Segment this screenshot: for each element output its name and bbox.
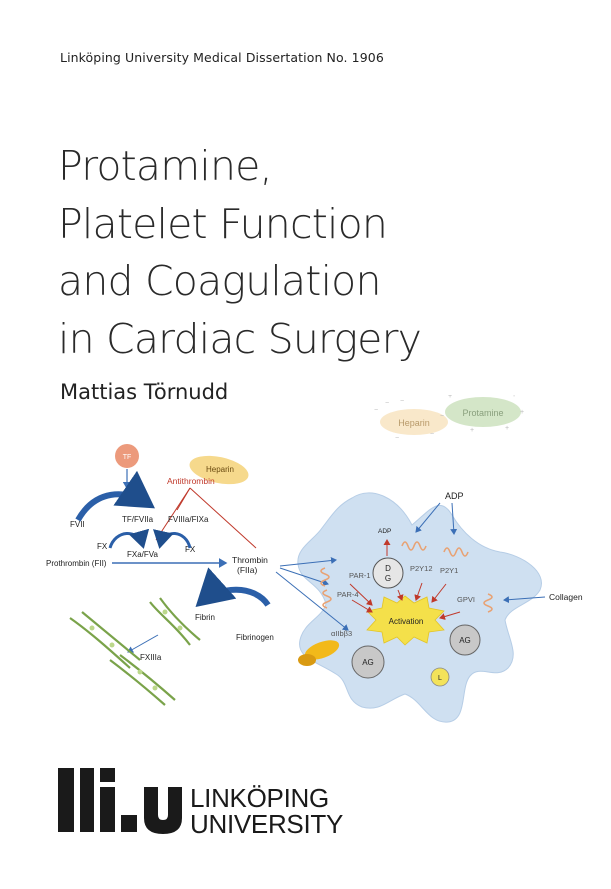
- fx-right-label: FX: [185, 545, 196, 554]
- aiib3-label: αIIbβ3: [331, 629, 352, 638]
- par1-label: PAR-1: [349, 571, 371, 580]
- fxiiia-arrow: [127, 634, 159, 653]
- logo-text-line1: LINKÖPING: [190, 783, 329, 813]
- adp-small-label: ADP: [378, 528, 391, 535]
- lysosome: [430, 667, 450, 687]
- fxiiia-label: FXIIIa: [140, 653, 162, 662]
- collagen-arrow: [503, 596, 546, 604]
- heparin-oval: Heparin: [380, 409, 448, 435]
- adp-p2y1-arrow: [450, 502, 458, 535]
- fiia-label: (FIIa): [237, 565, 257, 575]
- protamine-oval: Protamine: [445, 397, 521, 427]
- liu-logo: LINKÖPING UNIVERSITY: [58, 765, 358, 837]
- prothrombin-label: Prothrombin (FII): [46, 559, 107, 568]
- fibrin-strands: [69, 597, 201, 706]
- fibrin-label: Fibrin: [195, 613, 215, 622]
- svg-text:+: +: [448, 395, 452, 400]
- adp-p2y12-arrow: [415, 502, 441, 533]
- integrin-receptor: [304, 640, 340, 660]
- svg-text:+: +: [470, 427, 474, 434]
- svg-text:+: +: [520, 409, 524, 416]
- fx-curve-arrow-right: [153, 529, 192, 549]
- alpha-granule-left: [351, 645, 385, 679]
- fxa-fva-label: FXa/FVa: [127, 550, 159, 559]
- title-line: in Cardiac Surgery: [58, 314, 422, 363]
- svg-text:−: −: [395, 435, 399, 442]
- activation-label: Activation: [389, 617, 424, 626]
- dense-granule: [372, 557, 404, 589]
- svg-text:−: −: [385, 400, 389, 407]
- svg-text:−: −: [374, 407, 378, 414]
- ag-left-label: AG: [362, 658, 374, 667]
- fviiia-fixa-label: FVIIIa/FIXa: [168, 515, 209, 524]
- receptor-coils: [320, 541, 493, 613]
- activation-burst: [366, 595, 445, 646]
- gpvi-label: GPVI: [457, 595, 475, 604]
- p2y12-label: P2Y12: [410, 564, 433, 573]
- fx-curve-arrow-left: [108, 528, 150, 549]
- p2y1-label: P2Y1: [440, 566, 458, 575]
- fx-left-label: FX: [97, 542, 108, 551]
- coagulation-diagram: Heparin Protamine −−−−−− +++++++ TF Hepa…: [46, 395, 583, 723]
- thrombin-par1-arrow: [279, 557, 337, 567]
- alpha-granule-right: [449, 624, 481, 656]
- collagen-label: Collagen: [549, 592, 583, 602]
- adp-top-label: ADP: [445, 491, 464, 501]
- title-line: and Coagulation: [58, 257, 381, 305]
- liu-logo-mark: [58, 768, 182, 834]
- protamine-label: Protamine: [462, 408, 503, 418]
- tf-circle: [115, 444, 139, 468]
- fvii-label: FVII: [70, 520, 85, 529]
- svg-text:−: −: [430, 431, 434, 438]
- coagulation-figure: Heparin Protamine −−−−−− +++++++ TF Hepa…: [40, 395, 600, 730]
- dg-d-label: D: [385, 564, 391, 573]
- thrombin-label: Thrombin: [232, 555, 268, 565]
- par4-label: PAR-4: [337, 590, 359, 599]
- activation-arrows: [349, 582, 461, 620]
- svg-text:+: +: [505, 425, 509, 432]
- fibrin-nodes: [89, 609, 183, 691]
- svg-text:−: −: [400, 398, 404, 405]
- svg-text:−: −: [440, 413, 444, 420]
- thrombin-par4-arrow: [279, 567, 329, 586]
- ag-right-label: AG: [459, 636, 471, 645]
- logo-text-line2: UNIVERSITY: [190, 809, 344, 839]
- antithrombin-label: Antithrombin: [167, 476, 215, 486]
- author-name: Mattias Törnudd: [60, 380, 229, 404]
- heparin-top-label: Heparin: [398, 418, 430, 428]
- fvii-activation-arrow: [75, 470, 155, 522]
- series-line: Linköping University Medical Dissertatio…: [60, 50, 384, 65]
- tf-label: TF: [123, 454, 132, 461]
- heparin-left-label: Heparin: [206, 465, 234, 474]
- l-label: L: [438, 675, 442, 682]
- svg-text:+: +: [512, 395, 516, 399]
- tf-fviia-label: TF/FVIIa: [122, 515, 154, 524]
- fibrinogen-arrow: [195, 567, 271, 608]
- dissertation-title: Protamine, Platelet Function and Coagula…: [58, 138, 422, 368]
- title-line: Protamine,: [58, 142, 273, 190]
- heparin-left-oval: [189, 455, 249, 485]
- charge-signs: −−−−−− +++++++: [374, 395, 524, 442]
- dg-g-label: G: [385, 574, 391, 583]
- title-line: Platelet Function: [58, 199, 388, 248]
- thrombin-integrin-arrow: [275, 571, 349, 631]
- integrin-base: [298, 654, 316, 666]
- fibrinogen-label: Fibrinogen: [236, 633, 274, 642]
